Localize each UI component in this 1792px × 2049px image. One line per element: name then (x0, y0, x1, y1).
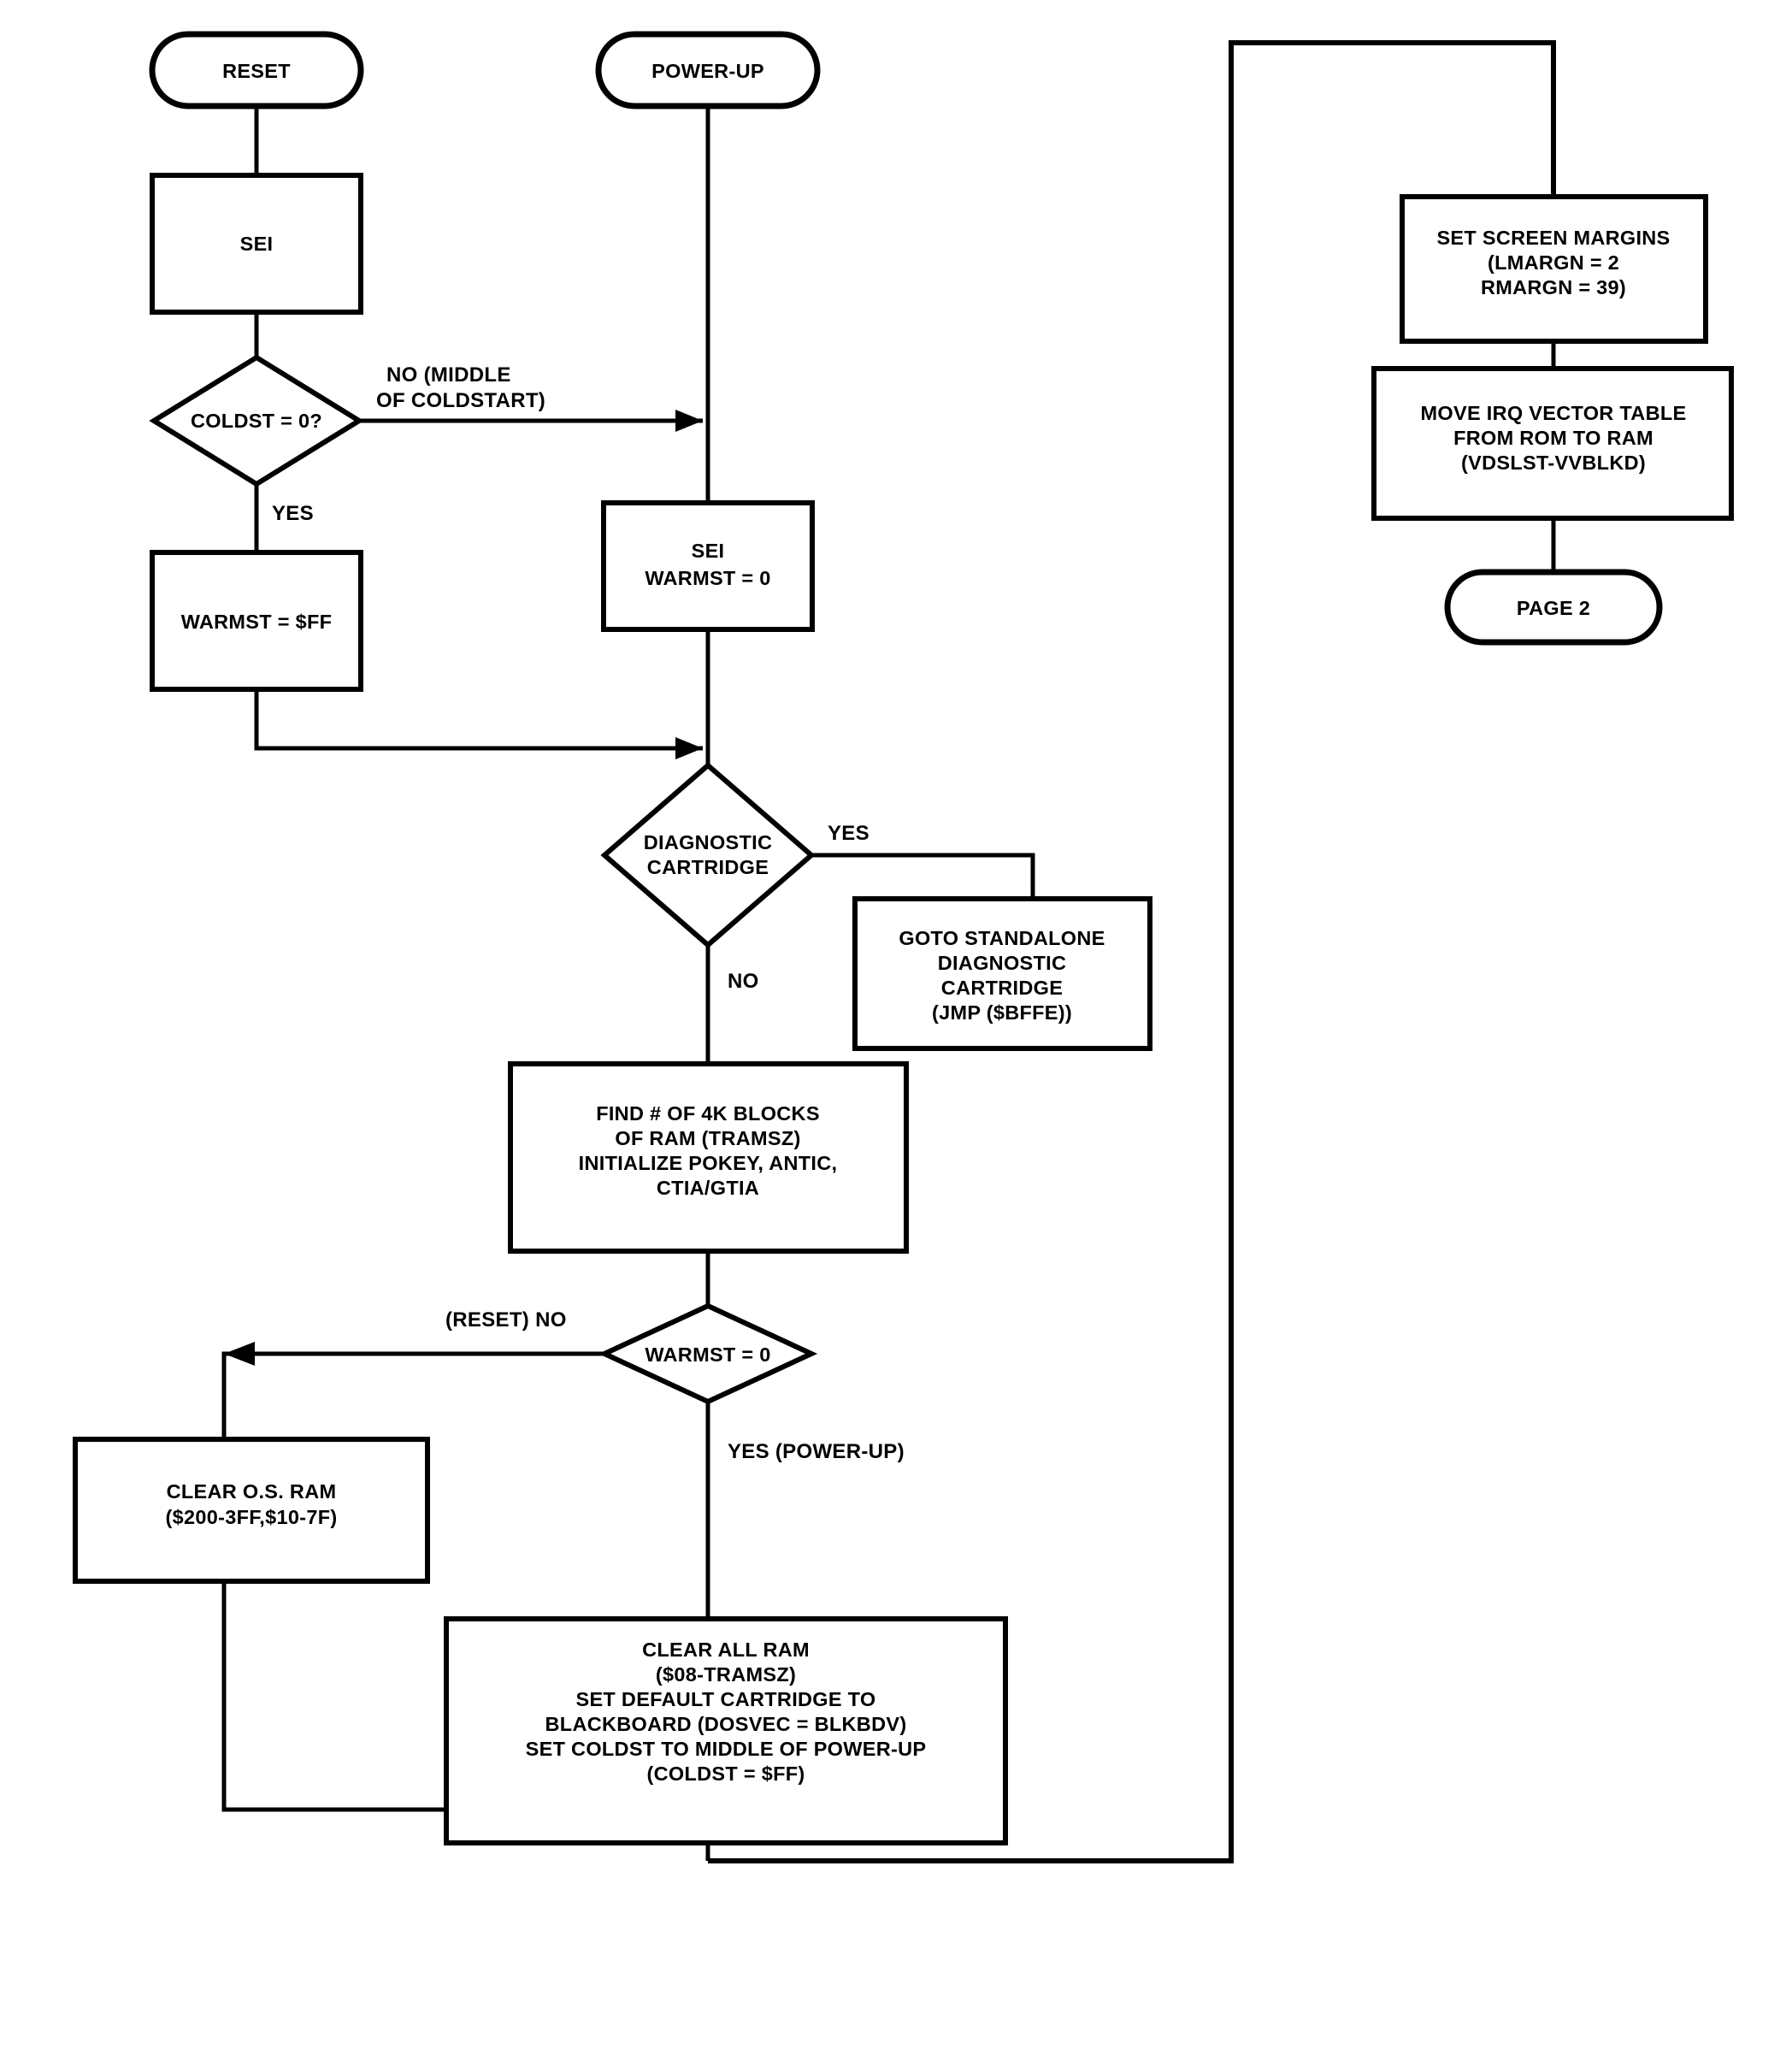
clear-all-ram-line-2: SET DEFAULT CARTRIDGE TO (575, 1688, 875, 1710)
sei-warmst-box-shape (601, 500, 815, 632)
clear-all-ram-line-0: CLEAR ALL RAM (642, 1639, 810, 1661)
edge-label-warmst-yes: YES (POWER-UP) (728, 1440, 905, 1463)
node-page2-terminal[interactable]: PAGE 2 (1444, 569, 1663, 646)
edge-label-diagnostic-yes: YES (828, 822, 869, 845)
arrowhead-warmstff-merge (675, 737, 703, 759)
node-clear-os-ram-box[interactable]: CLEAR O.S. RAM ($200-3FF,$10-7F) (73, 1437, 430, 1584)
warmst-decision-shape (598, 1302, 818, 1405)
clear-os-ram-box-shape (73, 1437, 430, 1584)
edge-label-diagnostic-no: NO (728, 970, 759, 993)
clear-all-ram-line-4: SET COLDST TO MIDDLE OF POWER-UP (526, 1738, 927, 1760)
coldst-decision-line-0: COLDST = 0? (191, 410, 322, 432)
node-sei-box[interactable]: SEI (150, 173, 363, 315)
powerup-terminal-shape (595, 31, 821, 109)
connector-bottom-loop-to-margins (708, 40, 1556, 1863)
clear-os-ram-line-1: ($200-3FF,$10-7F) (165, 1506, 337, 1528)
node-move-irq-box[interactable]: MOVE IRQ VECTOR TABLE FROM ROM TO RAM (V… (1371, 366, 1734, 521)
set-margins-box-shape (1400, 194, 1708, 344)
find-blocks-line-2: INITIALIZE POKEY, ANTIC, (579, 1152, 838, 1174)
node-set-margins-box[interactable]: SET SCREEN MARGINS (LMARGN = 2 RMARGN = … (1400, 194, 1708, 344)
sei-box-line-0: SEI (240, 233, 274, 255)
edge-label-warmst-no: (RESET) NO (445, 1308, 567, 1332)
page2-terminal-shape (1444, 569, 1663, 646)
node-goto-standalone-box[interactable]: GOTO STANDALONE DIAGNOSTIC CARTRIDGE (JM… (852, 896, 1152, 1051)
node-coldst-decision[interactable]: COLDST = 0? (149, 354, 364, 487)
sei-warmst-box-line-1: WARMST = 0 (645, 567, 770, 589)
edge-label-coldst-no: NO (MIDDLE OF COLDSTART) (376, 363, 545, 412)
node-clear-all-ram-box[interactable]: CLEAR ALL RAM ($08-TRAMSZ) SET DEFAULT C… (444, 1616, 1008, 1845)
connector-warmst-no (221, 1351, 604, 1439)
warmst-ff-box-shape (150, 550, 363, 692)
sei-warmst-box-line-0: SEI (692, 540, 725, 562)
goto-standalone-line-3: (JMP ($BFFE)) (932, 1001, 1072, 1024)
diagnostic-decision-shape (600, 762, 816, 948)
coldst-decision-shape (149, 354, 364, 487)
find-blocks-line-1: OF RAM (TRAMSZ) (615, 1127, 800, 1149)
node-powerup-terminal[interactable]: POWER-UP (595, 31, 821, 109)
reset-terminal-shape (149, 31, 364, 109)
diagnostic-decision-line-1: CARTRIDGE (647, 856, 769, 878)
goto-standalone-box-shape (852, 896, 1152, 1051)
connector-warmstff-to-spine (254, 689, 703, 751)
sei-box-shape (150, 173, 363, 315)
move-irq-box-shape (1371, 366, 1734, 521)
reset-terminal-label: RESET (222, 60, 291, 82)
connector-layer (221, 40, 1556, 1863)
find-blocks-box-shape (508, 1061, 909, 1254)
goto-standalone-line-0: GOTO STANDALONE (899, 927, 1105, 949)
set-margins-line-0: SET SCREEN MARGINS (1436, 227, 1670, 249)
find-blocks-line-0: FIND # OF 4K BLOCKS (596, 1102, 820, 1125)
move-irq-line-1: FROM ROM TO RAM (1453, 427, 1653, 449)
node-warmst-ff-box[interactable]: WARMST = $FF (150, 550, 363, 692)
goto-standalone-line-1: DIAGNOSTIC (938, 952, 1067, 974)
node-reset-terminal[interactable]: RESET (149, 31, 364, 109)
diagnostic-decision-line-0: DIAGNOSTIC (644, 831, 773, 853)
edge-label-coldst-no-line-1: OF COLDSTART) (376, 389, 545, 412)
edge-label-coldst-no-line-0: NO (MIDDLE (386, 363, 511, 387)
clear-all-ram-box-shape (444, 1616, 1008, 1845)
clear-all-ram-line-1: ($08-TRAMSZ) (656, 1663, 796, 1686)
clear-all-ram-line-5: (COLDST = $FF) (646, 1763, 805, 1785)
find-blocks-line-3: CTIA/GTIA (657, 1177, 759, 1199)
move-irq-line-0: MOVE IRQ VECTOR TABLE (1421, 402, 1687, 424)
clear-all-ram-line-3: BLACKBOARD (DOSVEC = BLKBDV) (545, 1713, 907, 1735)
set-margins-line-2: RMARGN = 39) (1481, 276, 1626, 298)
powerup-terminal-label: POWER-UP (651, 60, 764, 82)
clear-os-ram-line-0: CLEAR O.S. RAM (167, 1480, 337, 1503)
node-sei-warmst-box[interactable]: SEI WARMST = 0 (601, 500, 815, 632)
warmst-ff-box-line-0: WARMST = $FF (181, 611, 333, 633)
arrowhead-warmst-no (224, 1342, 255, 1366)
arrowhead-coldst-no (675, 410, 703, 432)
edge-label-coldst-yes: YES (272, 502, 314, 525)
node-warmst-decision[interactable]: WARMST = 0 (598, 1302, 818, 1405)
goto-standalone-line-2: CARTRIDGE (941, 977, 1063, 999)
connector-diagnostic-yes (811, 853, 1035, 899)
node-find-blocks-box[interactable]: FIND # OF 4K BLOCKS OF RAM (TRAMSZ) INIT… (508, 1061, 909, 1254)
move-irq-line-2: (VDSLST-VVBLKD) (1461, 452, 1646, 474)
page2-terminal-label: PAGE 2 (1517, 597, 1590, 619)
node-diagnostic-decision[interactable]: DIAGNOSTIC CARTRIDGE (600, 762, 816, 948)
warmst-decision-line-0: WARMST = 0 (645, 1343, 770, 1366)
set-margins-line-1: (LMARGN = 2 (1488, 251, 1619, 274)
